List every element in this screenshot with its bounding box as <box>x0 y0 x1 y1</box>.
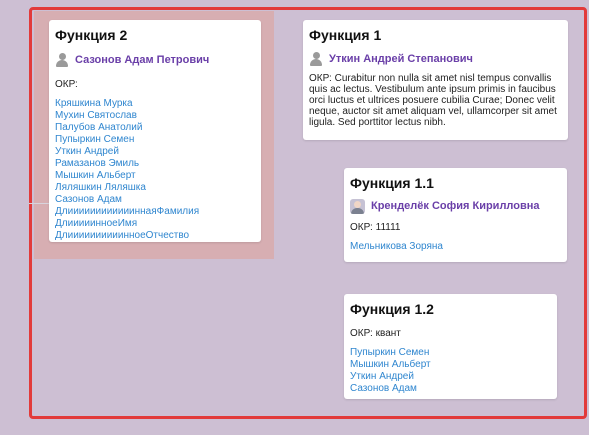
okr-label: ОКР: <box>350 328 373 339</box>
okr-text: ОКР: <box>55 79 255 91</box>
member-link[interactable]: Пупыркин Семен <box>55 134 135 145</box>
owner-name[interactable]: Уткин Андрей Степанович <box>329 53 473 65</box>
function-owner[interactable]: Уткин Андрей Степанович <box>309 51 562 67</box>
function-card-1-2[interactable]: Функция 1.2 ОКР: квант Пупыркин Семен Мы… <box>344 294 557 399</box>
owner-name[interactable]: Сазонов Адам Петрович <box>75 54 210 66</box>
member-link[interactable]: Пупыркин Семен <box>350 347 430 358</box>
member-link[interactable]: Сазонов Адам <box>350 383 417 394</box>
member-link[interactable]: Мухин Святослав <box>55 110 137 121</box>
user-photo-icon <box>350 198 365 214</box>
okr-text: ОКР: 11111 <box>350 222 561 234</box>
person-icon <box>309 52 323 66</box>
owner-name[interactable]: Кренделёк София Кирилловна <box>371 200 540 212</box>
person-icon <box>55 53 69 67</box>
member-list: Мельникова Зоряна <box>350 241 561 253</box>
okr-value: 11111 <box>375 222 401 233</box>
function-owner[interactable]: Кренделёк София Кирилловна <box>350 198 561 214</box>
member-link[interactable]: Мышкин Альберт <box>350 359 431 370</box>
member-link[interactable]: Рамазанов Эмиль <box>55 158 140 169</box>
function-card-2[interactable]: Функция 2 Сазонов Адам Петрович ОКР: Кря… <box>49 20 261 242</box>
function-title: Функция 1.2 <box>350 301 434 317</box>
org-chart-frame <box>29 7 587 419</box>
member-link[interactable]: Палубов Анатолий <box>55 122 143 133</box>
function-title: Функция 1.1 <box>350 175 434 191</box>
okr-text: ОКР: квант <box>350 328 551 340</box>
function-card-1[interactable]: Функция 1 Уткин Андрей Степанович ОКР: C… <box>303 20 568 140</box>
function-owner[interactable]: Сазонов Адам Петрович <box>55 52 255 68</box>
member-link[interactable]: Сазонов Адам <box>55 194 122 205</box>
member-link[interactable]: Мельникова Зоряна <box>350 241 443 252</box>
member-link[interactable]: Уткин Андрей <box>55 146 119 157</box>
member-link[interactable]: ДлииииииииииииннаяФамилия <box>55 206 200 217</box>
member-list: Кряшкина Мурка Мухин Святослав Палубов А… <box>55 98 255 242</box>
function-title: Функция 1 <box>309 27 382 43</box>
function-title: Функция 2 <box>55 27 128 43</box>
okr-value: квант <box>375 328 401 339</box>
member-list: Пупыркин Семен Мышкин Альберт Уткин Андр… <box>350 347 551 395</box>
member-link[interactable]: ДлииииинноеИмя <box>55 218 138 229</box>
member-link[interactable]: Кряшкина Мурка <box>55 98 133 109</box>
connector-line <box>29 203 49 204</box>
okr-label: ОКР: <box>55 79 78 90</box>
member-link[interactable]: Мышкин Альберт <box>55 170 136 181</box>
member-link[interactable]: Ляляшкин Ляляшка <box>55 182 146 193</box>
okr-value: Curabitur non nulla sit amet nisl tempus… <box>309 73 557 128</box>
okr-label: ОКР: <box>350 222 373 233</box>
member-link[interactable]: Уткин Андрей <box>350 371 414 382</box>
okr-text: ОКР: Curabitur non nulla sit amet nisl t… <box>309 73 557 128</box>
member-link[interactable]: ДлиииииииииинноеОтчество <box>55 230 190 241</box>
okr-label: ОКР: <box>309 73 332 84</box>
function-card-1-1[interactable]: Функция 1.1 Кренделёк София Кирилловна О… <box>344 168 567 262</box>
